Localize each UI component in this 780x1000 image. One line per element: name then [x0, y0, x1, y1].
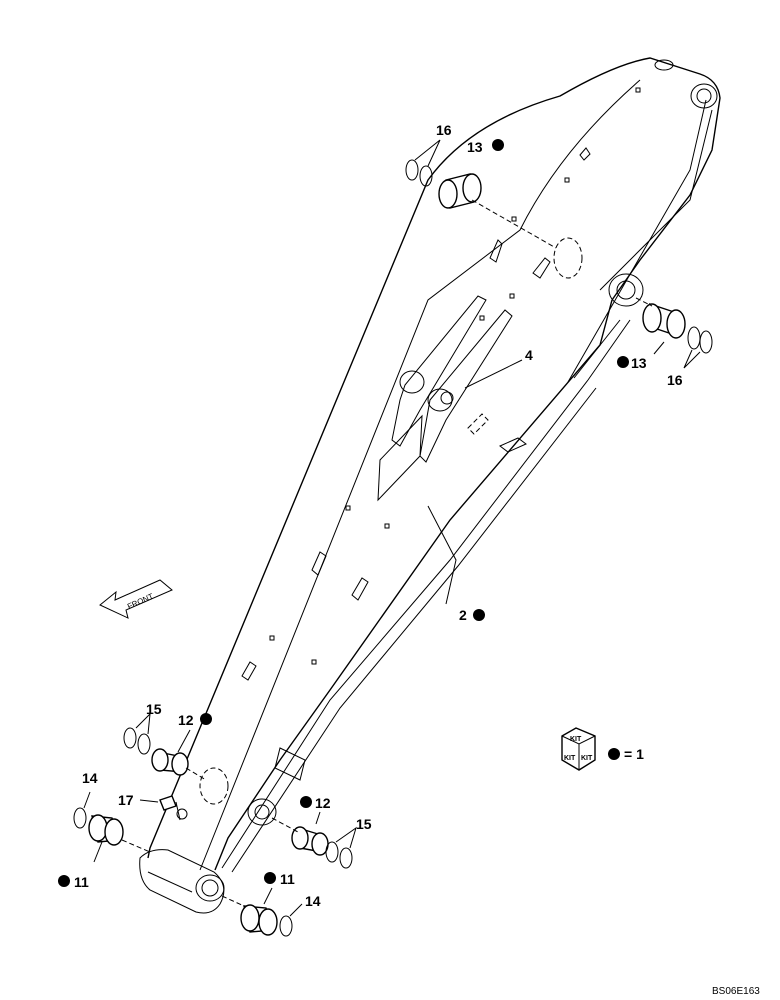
bushing-13-right: [635, 297, 686, 355]
kit-cube-icon: KIT KIT KIT: [561, 727, 596, 771]
kit-legend: KIT KIT KIT = 1: [561, 727, 644, 771]
seal-ring-14-left: [73, 791, 91, 829]
seal-rings-15-right: [325, 826, 357, 869]
callout-14-right: 14: [305, 893, 321, 909]
callout-13-right: 13: [631, 355, 647, 371]
callout-17: 17: [118, 792, 134, 808]
callout-15-left: 15: [146, 701, 162, 717]
callout-12-left: 12: [178, 712, 194, 728]
kit-dot-12-left: [200, 713, 212, 725]
kit-dot-12-right: [300, 796, 312, 808]
bushing-13-top: [438, 173, 557, 249]
grease-fitting-17: [139, 795, 188, 821]
kit-dot-11-left: [58, 875, 70, 887]
seal-ring-14-right: [279, 903, 303, 937]
kit-dot-13-top: [492, 139, 504, 151]
kit-dot-2: [473, 609, 485, 621]
seal-rings-16-top: [405, 139, 441, 187]
reference-code: BS06E163: [712, 986, 760, 997]
callout-11-left: 11: [74, 874, 89, 890]
callout-12-right: 12: [315, 795, 331, 811]
callout-16-top: 16: [436, 122, 452, 138]
seal-rings-15-left: [123, 712, 151, 755]
svg-text:KIT: KIT: [581, 755, 593, 762]
svg-text:KIT: KIT: [570, 736, 582, 743]
leader-4: [464, 359, 523, 389]
kit-dot-11-right: [264, 872, 276, 884]
bushing-12-left: [151, 729, 207, 781]
callouts: 16 13 13 16 4 2 15 12 14 17 11 12 15 11 …: [58, 122, 683, 909]
callout-11-right: 11: [280, 871, 295, 887]
front-direction-arrow: FRONT: [99, 579, 173, 619]
front-label: FRONT: [126, 592, 155, 611]
bushing-11-left: [88, 814, 151, 863]
kit-dot-13-right: [617, 356, 629, 368]
callout-13-top: 13: [467, 139, 483, 155]
leader-2: [427, 505, 457, 605]
svg-text:KIT: KIT: [564, 755, 576, 762]
callout-16-right: 16: [667, 372, 683, 388]
boom-arm: [139, 57, 721, 914]
kit-legend-dot: [608, 748, 620, 760]
callout-2: 2: [459, 607, 467, 623]
bushing-11-right: [221, 887, 278, 936]
kit-legend-equals: = 1: [624, 746, 644, 762]
seal-rings-16-right: [683, 326, 713, 369]
bushing-12-right: [271, 811, 329, 856]
callout-15-right: 15: [356, 816, 372, 832]
callout-14-left: 14: [82, 770, 98, 786]
callout-4: 4: [525, 347, 533, 363]
